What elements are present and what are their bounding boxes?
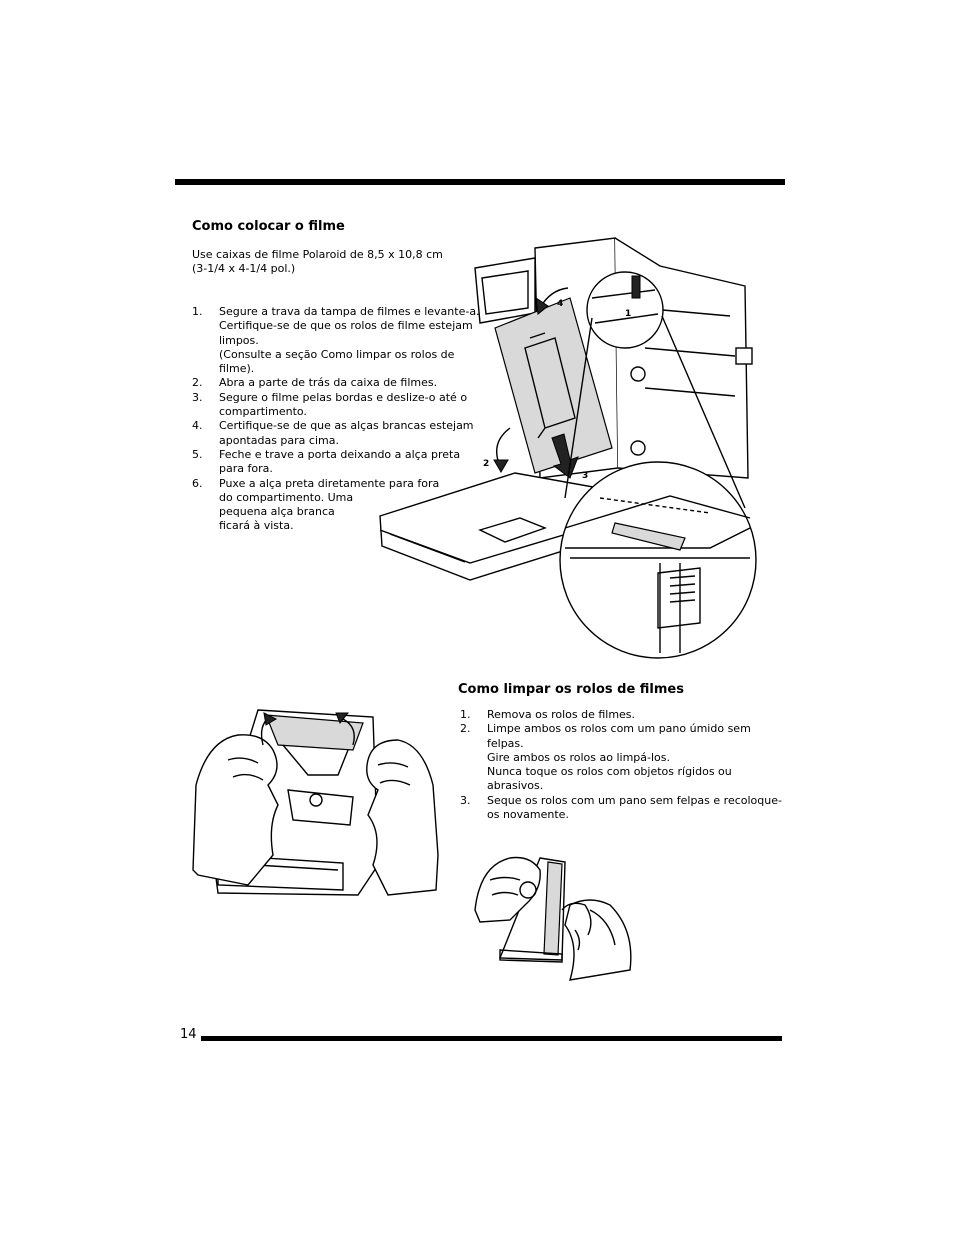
top-rule	[175, 179, 785, 185]
roller-removal-illustration	[192, 709, 439, 896]
page-number: 14	[180, 1027, 197, 1042]
step-line: compartimento.	[219, 405, 307, 419]
step-item: 4. Certifique-se de que as alças brancas…	[192, 419, 482, 448]
step-line: Gire ambos os rolos ao limpá-los.	[487, 750, 671, 764]
intro-line: Use caixas de filme Polaroid de 8,5 x 10…	[192, 248, 443, 261]
step-line: Nunca toque os rolos com objetos rígidos…	[487, 765, 732, 779]
callout-4: 4	[557, 299, 563, 309]
film-loading-illustration: 2 3 4 1	[379, 237, 757, 659]
bottom-rule	[201, 1036, 782, 1041]
step-line: Certifique-se de que os rolos de filme e…	[219, 319, 473, 333]
step-item: 3. Segure o filme pelas bordas e deslize…	[192, 391, 482, 420]
load-film-steps: 1. Segure a trava da tampa de filmes e l…	[192, 305, 482, 534]
callout-2: 2	[483, 459, 489, 469]
step-line: filme).	[219, 362, 255, 376]
step-line: Seque os rolos com um pano sem felpas e …	[487, 793, 782, 807]
step-number: 6.	[192, 476, 203, 490]
step-item: 1. Remova os rolos de filmes.	[460, 708, 790, 722]
clean-rollers-steps: 1. Remova os rolos de filmes. 2. Limpe a…	[460, 708, 790, 822]
load-film-intro: Use caixas de filme Polaroid de 8,5 x 10…	[192, 248, 443, 277]
step-item: 2. Abra a parte de trás da caixa de film…	[192, 376, 482, 390]
step-number: 3.	[460, 793, 471, 807]
step-line: felpas.	[487, 736, 524, 750]
step-number: 2.	[460, 722, 471, 736]
step-line: ficará à vista.	[219, 519, 294, 533]
step-item: 3. Seque os rolos com um pano sem felpas…	[460, 794, 790, 823]
step-line: Limpe ambos os rolos com um pano úmido s…	[487, 722, 751, 736]
step-line: Feche e trave a porta deixando a alça pr…	[219, 447, 461, 461]
step-line: limpos.	[219, 333, 259, 347]
step-number: 2.	[192, 376, 203, 390]
step-number: 4.	[192, 419, 203, 433]
step-line: Abra a parte de trás da caixa de filmes.	[219, 376, 438, 390]
intro-line: (3-1/4 x 4-1/4 pol.)	[192, 262, 296, 276]
clean-rollers-heading: Como limpar os rolos de filmes	[458, 682, 684, 697]
step-number: 5.	[192, 447, 203, 461]
step-line: Certifique-se de que as alças brancas es…	[219, 419, 474, 433]
step-number: 1.	[460, 708, 471, 721]
step-line: os novamente.	[487, 808, 569, 822]
step-line: abrasivos.	[487, 779, 544, 793]
step-line: Puxe a alça preta diretamente para fora	[219, 476, 440, 490]
step-line: pequena alça branca	[219, 505, 335, 519]
step-number: 3.	[192, 390, 203, 404]
step-item: 2. Limpe ambos os rolos com um pano úmid…	[460, 722, 790, 793]
callout-3: 3	[582, 471, 588, 481]
step-item: 5. Feche e trave a porta deixando a alça…	[192, 448, 482, 477]
step-item: 6. Puxe a alça preta diretamente para fo…	[192, 477, 482, 534]
step-line: (Consulte a seção Como limpar os rolos d…	[219, 347, 455, 361]
step-line: do compartimento. Uma	[219, 490, 354, 504]
callout-1: 1	[625, 309, 631, 319]
step-line: para fora.	[219, 462, 273, 476]
step-line: Segure a trava da tampa de filmes e leva…	[219, 305, 480, 318]
load-film-heading: Como colocar o filme	[192, 219, 345, 234]
roller-cleaning-illustration	[474, 856, 632, 981]
step-line: Remova os rolos de filmes.	[487, 708, 636, 721]
step-number: 1.	[192, 305, 203, 318]
step-line: apontadas para cima.	[219, 433, 339, 447]
step-item: 1. Segure a trava da tampa de filmes e l…	[192, 305, 482, 376]
step-line: Segure o filme pelas bordas e deslize-o …	[219, 390, 468, 404]
